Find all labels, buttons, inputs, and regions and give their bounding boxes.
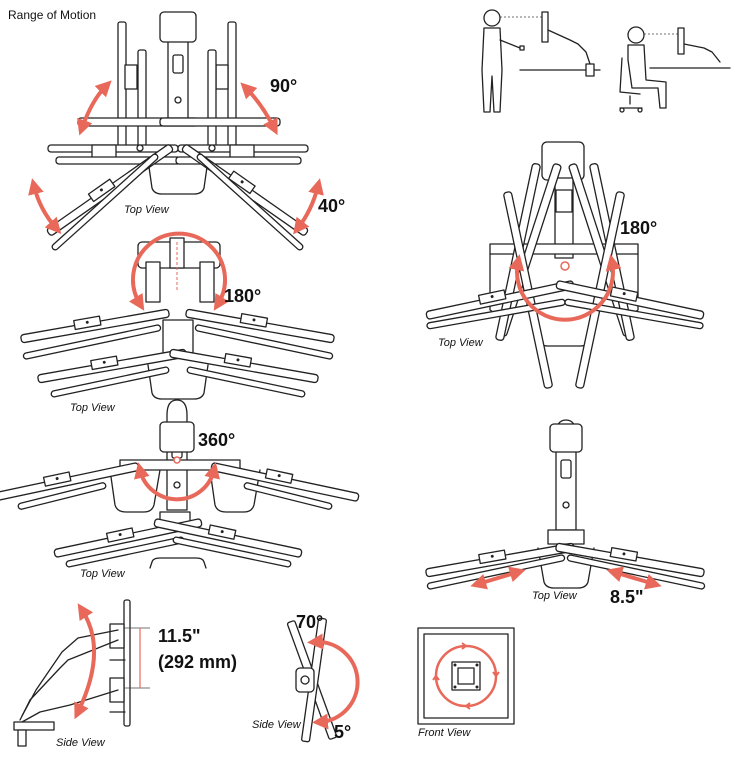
caption-side-view-1: Side View (56, 737, 106, 749)
angle-70-label: 70° (296, 612, 323, 632)
caption-top-view-2: Top View (70, 402, 116, 414)
caption-front-view: Front View (418, 727, 471, 739)
tilt-pan-top-view: 90° 40° Top View (28, 11, 345, 251)
caption-top-view-1: Top View (124, 204, 170, 216)
lateral-adjust-label: 8.5" (610, 587, 644, 607)
caption-side-view-2: Side View (252, 719, 302, 731)
angle-360-label: 360° (198, 430, 235, 450)
angle-40-label: 40° (318, 196, 345, 216)
angle-5-label: 5° (334, 722, 351, 742)
page-title: Range of Motion (8, 8, 96, 22)
dual-180-top-view: 180° Top View (18, 231, 337, 414)
height-mm-label: (292 mm) (158, 652, 237, 672)
height-side-view: 11.5" (292 mm) Side View (13, 599, 237, 749)
front-view: Front View (417, 627, 515, 739)
rotation-360-top-view: 360° Top View (0, 399, 361, 580)
ergonomic-figures (481, 9, 731, 113)
caption-top-view-4: Top View (438, 337, 484, 349)
single-180-top-view: 180° Top View (424, 141, 706, 389)
angle-90-label: 90° (270, 76, 297, 96)
tilt-side-view: 70° 5° Side View (252, 612, 360, 743)
caption-top-view-3: Top View (80, 568, 126, 580)
angle-180-label-left: 180° (224, 286, 261, 306)
height-inches-label: 11.5" (158, 626, 201, 646)
lateral-top-view: 8.5" Top View (423, 419, 707, 607)
caption-top-view-5: Top View (532, 590, 578, 602)
angle-180-label-right: 180° (620, 218, 657, 238)
